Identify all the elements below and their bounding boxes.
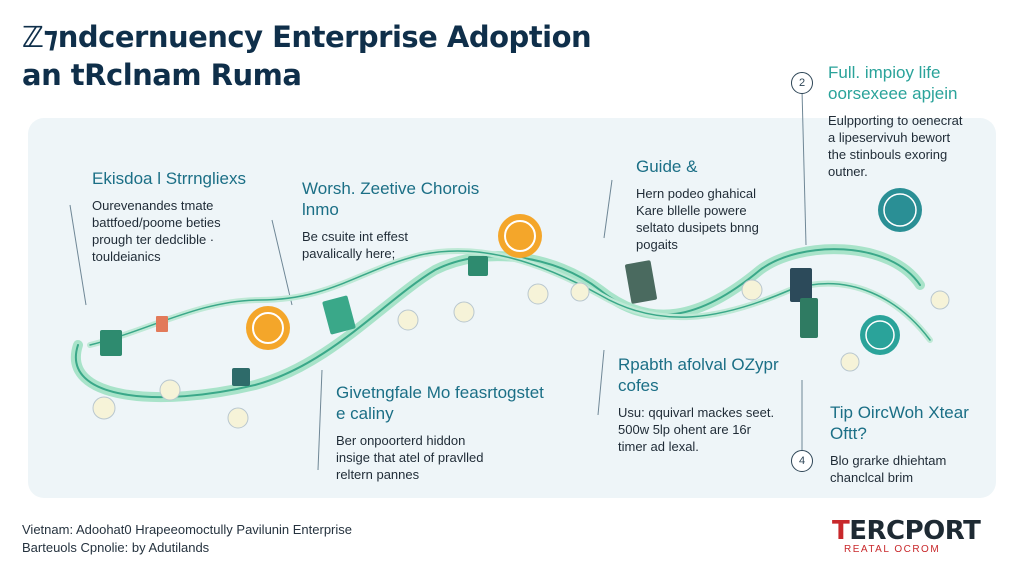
lightbulb-icon	[92, 279, 950, 429]
building-icon	[100, 256, 818, 386]
section-text-line: touldeianics	[92, 249, 161, 264]
section-text-line: pavalically here;	[302, 246, 396, 261]
section-text-line: Eulpporting to oenecrat	[828, 113, 963, 128]
section-text-line: reltern pannes	[336, 467, 420, 482]
footer-caption: Vietnam: Adoohat0 Hrapeeomoctully Pavilu…	[22, 521, 352, 557]
section-text-line: Ourevenandes tmate	[92, 198, 214, 213]
step-number: 2	[791, 72, 813, 94]
coin-icon	[498, 214, 542, 258]
section-heading: Givetngfale Mo feasrtogstet e caliny	[336, 383, 544, 423]
logo-tagline: REATAL OCROM	[844, 544, 941, 555]
step-number: 4	[791, 450, 813, 472]
section-text-line: the stinbouls exoring	[828, 147, 948, 162]
section-zeetive: Worsh. Zeetive Chorois lnmo Be csuite in…	[302, 178, 482, 262]
footer-line-2: Barteuols Cpnolie: by Adutilands	[22, 540, 210, 555]
section-text-line: Ber onpoorterd hiddon	[336, 433, 466, 448]
section-text-line: Kare bllelle powere	[636, 203, 747, 218]
section-text-line: insige that atel of pravlled	[336, 450, 484, 465]
title-line-2: an tRclnam Ruma	[22, 58, 302, 92]
section-heading: Worsh. Zeetive Chorois lnmo	[302, 179, 480, 219]
section-text-line: outner.	[828, 164, 868, 179]
page-title: ℤ⁊ndcernuency Enterprise Adoption an tRc…	[22, 18, 592, 94]
section-givetngfale: Givetngfale Mo feasrtogstet e caliny Ber…	[336, 382, 556, 483]
connector-line	[69, 204, 87, 306]
badge-icon	[860, 315, 900, 355]
logo-rest: ERCPORT	[849, 516, 981, 546]
connector-line	[597, 349, 605, 416]
logo-wordmark: TERCPORT	[832, 516, 981, 546]
connector-line	[603, 179, 613, 239]
section-text-line: a lipeservivuh bewort	[828, 130, 951, 145]
section-text-line: pogaits	[636, 237, 678, 252]
connector-line	[801, 89, 807, 246]
section-heading: Rpabth afolval OZypr cofes	[618, 355, 779, 395]
section-text-line: Be csuite int effest	[302, 229, 408, 244]
badge-icon	[878, 188, 922, 232]
brand-logo: TERCPORT REATAL OCROM	[832, 516, 981, 555]
section-full-employ: Full. impioy life oorsexeee apjein Eulpp…	[828, 62, 998, 180]
section-heading: Tip OircWoh Xtear Oftt?	[830, 403, 969, 443]
diagram-panel	[28, 118, 996, 498]
footer-line-1: Vietnam: Adoohat0 Hrapeeomoctully Pavilu…	[22, 522, 353, 537]
section-guide: Guide & Hern podeo ghahical Kare bllelle…	[636, 156, 796, 253]
section-heading: Ekisdoa l Strrngliexs	[92, 169, 247, 188]
section-heading: Guide &	[636, 157, 698, 176]
section-text-line: chanclcal brim	[830, 470, 914, 485]
section-text-line: timer ad lexal.	[618, 439, 699, 454]
section-text-line: battfoed/poome beties	[92, 215, 221, 230]
coin-icon	[246, 306, 290, 350]
section-text-line: Hern podeo ghahical	[636, 186, 756, 201]
connector-lines	[69, 89, 807, 471]
logo-prefix: T	[832, 516, 850, 546]
title-line-1: ℤ⁊ndcernuency Enterprise Adoption	[22, 20, 592, 54]
section-tip: Tip OircWoh Xtear Oftt? Blo grarke dhieh…	[830, 402, 990, 486]
section-text-line: Usu: qquivarl mackes seet.	[618, 405, 775, 420]
section-heading: Full. impioy life oorsexeee apjein	[828, 63, 958, 103]
connector-line	[317, 369, 323, 471]
connector-line	[271, 219, 293, 306]
section-rpabth: Rpabth afolval OZypr cofes Usu: qquivarl…	[618, 354, 803, 455]
section-strengths: Ekisdoa l Strrngliexs Ourevenandes tmate…	[92, 168, 267, 265]
section-text-line: 500w 5lp ohent are 16r	[618, 422, 751, 437]
section-text-line: prough ter dedclible ·	[92, 232, 215, 247]
section-text-line: seltato dusipets bnng	[636, 220, 759, 235]
section-text-line: Blo grarke dhiehtam	[830, 453, 947, 468]
